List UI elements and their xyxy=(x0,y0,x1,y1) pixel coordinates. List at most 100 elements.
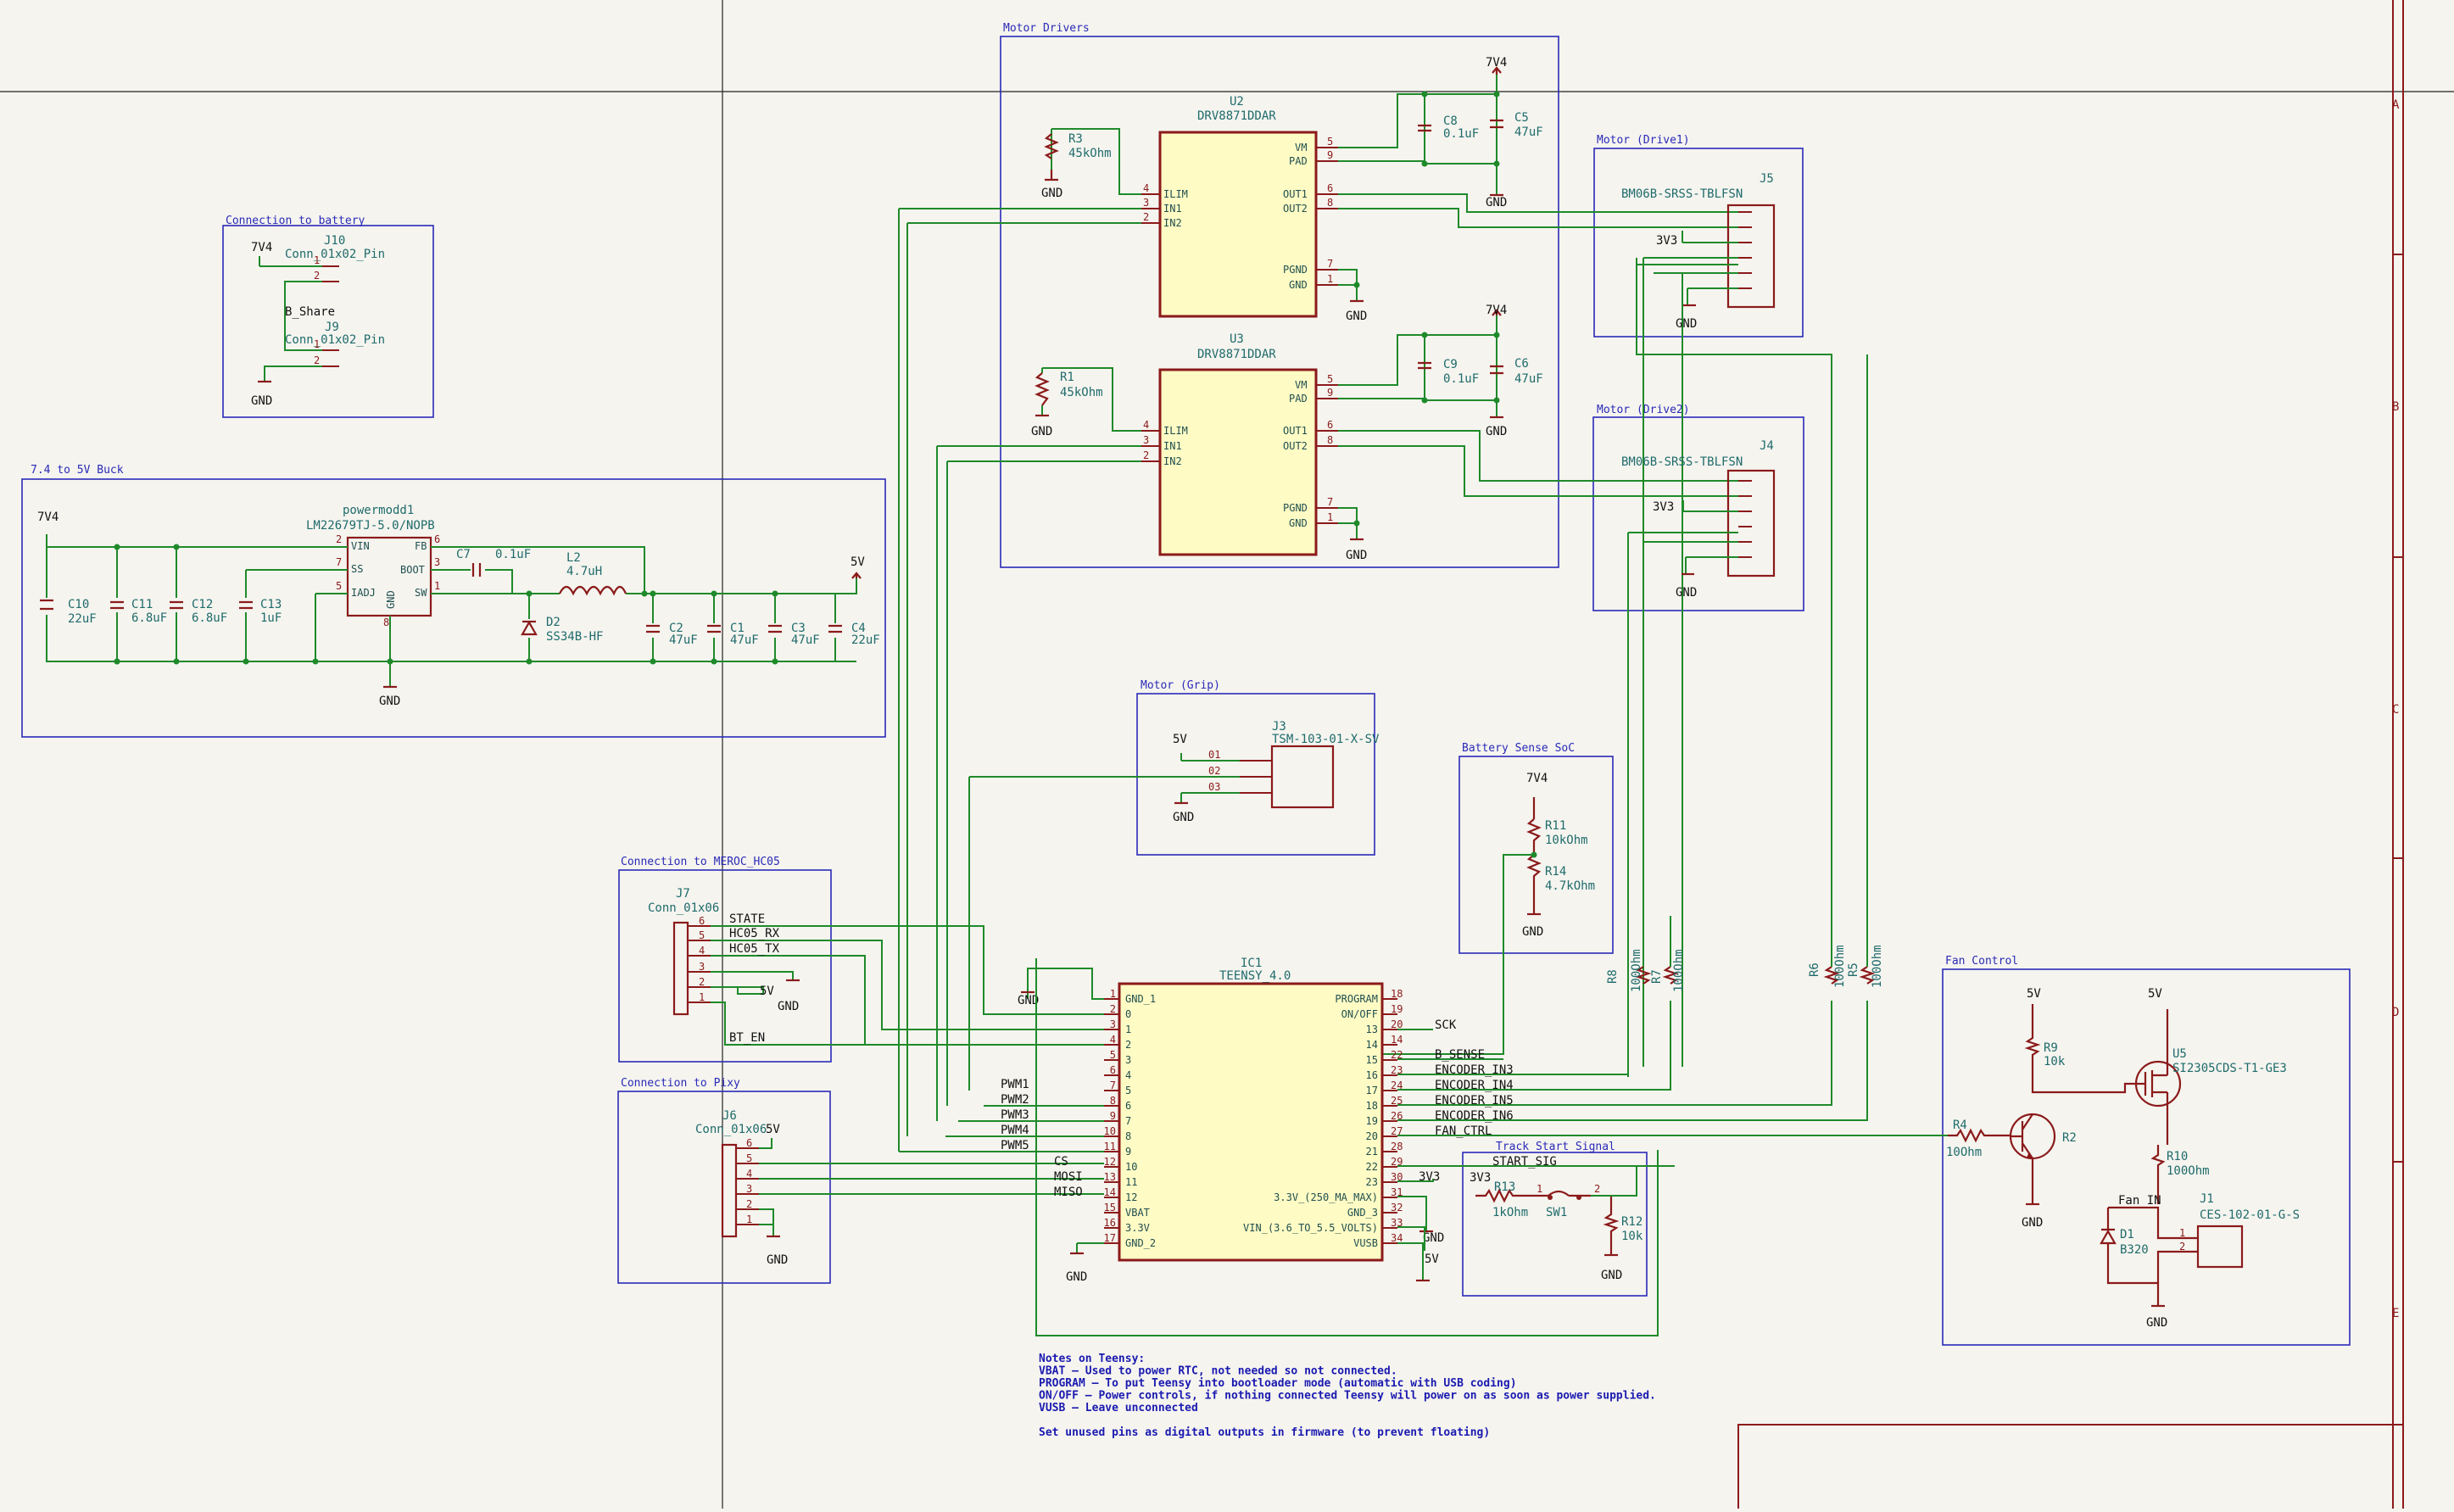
frame-title-motor-drivers: Motor Drivers xyxy=(1003,22,1090,35)
ic1-right-pin-name: 14 xyxy=(1366,1039,1378,1051)
frame-title-grip: Motor (Grip) xyxy=(1141,679,1220,692)
r3-resistor[interactable]: R3 45kOhm xyxy=(1044,132,1112,160)
j10-connector[interactable]: J10 Conn_01x02_Pin 12 xyxy=(285,234,385,282)
gnd-label-r3: GND xyxy=(1041,187,1062,200)
j7-wiring: STATE HC05_RX HC05_TX GND 5V BT_EN xyxy=(711,912,1104,1046)
frame-title-battery: Connection to battery xyxy=(226,215,365,227)
ic1-left-pin-number: 1 xyxy=(1110,988,1116,1000)
r12-ref: R12 xyxy=(1621,1215,1643,1229)
pm-pinnum-iadj: 5 xyxy=(336,580,342,592)
c8-capacitor[interactable]: C8 0.1uF xyxy=(1418,114,1479,141)
encoder-resistors[interactable]: R8 100Ohm R7 100Ohm R6 100Ohm R5 100Ohm xyxy=(1606,945,1884,992)
pm-pin-gnd: GND xyxy=(385,590,397,609)
net-encoder-in3: ENCODER_IN3 xyxy=(1435,1063,1514,1077)
net-encoder-in4: ENCODER_IN4 xyxy=(1435,1079,1514,1092)
power-7v4-u2: 7V4 xyxy=(1486,56,1507,75)
ic1-left-pin-name: 6 xyxy=(1125,1100,1131,1112)
gnd-label-j4: GND xyxy=(1676,586,1697,600)
powermod-value: LM22679TJ-5.0/NOPB xyxy=(306,519,435,533)
j3-pin-01: 01 xyxy=(1208,749,1220,761)
ic1-left-pin-number: 4 xyxy=(1110,1034,1116,1046)
j7-ref: J7 xyxy=(676,887,690,901)
power-label-7v4-soc: 7V4 xyxy=(1526,772,1548,785)
j5-ref: J5 xyxy=(1760,172,1774,186)
c6-ref: C6 xyxy=(1514,357,1529,371)
j4-ref: J4 xyxy=(1760,439,1774,453)
ic1-right-pin-number: 26 xyxy=(1391,1110,1403,1122)
c10-ref: C10 xyxy=(68,598,89,611)
u3-pinnum-in1: 3 xyxy=(1143,434,1149,446)
j4-wiring: 3V3 GND xyxy=(1627,500,1738,1077)
ic1-left-pin-number: 2 xyxy=(1110,1003,1116,1015)
c5-ref: C5 xyxy=(1514,111,1529,125)
u3-driver[interactable]: U3 DRV8871DDAR ILIM IN1 IN2 4 3 2 VM PAD… xyxy=(1141,332,1338,556)
u2-pinnum-ilim: 4 xyxy=(1143,182,1149,194)
net-pwm1: PWM1 xyxy=(1001,1078,1029,1091)
ic1-left-pin-number: 9 xyxy=(1110,1110,1116,1122)
svg-text:4: 4 xyxy=(699,945,705,957)
r5-ref: R5 xyxy=(1847,962,1860,977)
j3-connector[interactable]: J3 TSM-103-01-X-SV 01 02 03 xyxy=(1208,720,1380,809)
net-mosi: MOSI xyxy=(1054,1170,1083,1184)
frame-soc xyxy=(1458,756,1614,954)
c5-capacitor[interactable]: C5 47uF xyxy=(1490,111,1543,139)
buck-capacitors[interactable]: C10 22uF C11 6.8uF C12 6.8uF C13 1uF C7 … xyxy=(40,548,880,647)
buck-wiring: 7V4 5V GND xyxy=(37,511,865,708)
net-encoder-in5: ENCODER_IN5 xyxy=(1435,1094,1514,1107)
powermod-ref: powermodd1 xyxy=(343,504,414,517)
j4-connector[interactable]: J4 BM06B-SRSS-TBLFSN xyxy=(1621,439,1776,577)
ic1-left-pin-name: 12 xyxy=(1125,1191,1137,1203)
frame-fan xyxy=(1942,968,2351,1346)
r1-ref: R1 xyxy=(1060,371,1074,384)
svg-text:3: 3 xyxy=(699,961,705,973)
l2-value: 4.7uH xyxy=(566,565,602,578)
power-label-5v-fan-r9: 5V xyxy=(2027,987,2041,1001)
pm-pin-sw: SW xyxy=(415,587,427,599)
ic1-right-pin-name: 17 xyxy=(1366,1085,1378,1096)
power-label-5v-fan-u5: 5V xyxy=(2148,987,2162,1001)
power-7v4-u3: 7V4 xyxy=(1486,304,1507,317)
u2-driver[interactable]: U2 DRV8871DDAR ILIM IN1 IN2 4 3 2 VM PAD… xyxy=(1141,95,1338,318)
j6-connector[interactable]: J6 Conn_01x06 65 43 21 xyxy=(695,1109,767,1238)
svg-text:1: 1 xyxy=(1537,1183,1542,1195)
r10-value: 100Ohm xyxy=(2167,1164,2210,1178)
ic1-left-pin-name: 5 xyxy=(1125,1085,1131,1096)
net-pwm2: PWM2 xyxy=(1001,1093,1029,1107)
c2-value: 47uF xyxy=(669,633,698,647)
pm-pin-fb: FB xyxy=(415,540,427,552)
gnd-label-teensy-top: GND xyxy=(1018,994,1039,1007)
ic1-right-pin-number: 24 xyxy=(1391,1080,1403,1091)
frame-battery xyxy=(222,225,434,418)
encoder-wiring xyxy=(1627,258,1868,1074)
svg-text:1: 1 xyxy=(314,254,320,266)
powermod-chip[interactable]: powermodd1 LM22679TJ-5.0/NOPB VIN SS IAD… xyxy=(306,504,440,628)
c6-capacitor[interactable]: C6 47uF xyxy=(1490,357,1543,386)
u3-value: DRV8871DDAR xyxy=(1197,348,1276,361)
d2-value: SS34B-HF xyxy=(546,630,603,644)
j7-connector[interactable]: J7 Conn_01x06 65 43 21 xyxy=(648,887,719,1016)
j5-connector[interactable]: J5 BM06B-SRSS-TBLFSN xyxy=(1621,172,1776,309)
u2-pinnum-in2: 2 xyxy=(1143,211,1149,223)
teensy-left-nets: PWM1 PWM2 PWM3 PWM4 PWM5 CS MOSI MISO xyxy=(1001,1078,1083,1199)
power-label-5v-buck: 5V xyxy=(851,555,865,569)
c11-ref: C11 xyxy=(131,598,153,611)
fan-control[interactable]: 5V R9 10k R2 GND R4 10Ohm 5V U5 SI2305CD… xyxy=(1946,987,2300,1330)
c3-ref: C3 xyxy=(791,622,806,635)
u2-pin-gnd: GND xyxy=(1289,279,1308,291)
r1-resistor[interactable]: R1 45kOhm xyxy=(1035,371,1103,406)
frame-motor-drivers xyxy=(1000,36,1559,568)
soc-divider[interactable]: 7V4 R11 10kOhm R14 4.7kOhm GND xyxy=(1522,772,1595,939)
ic1-left-pin-name: VBAT xyxy=(1125,1207,1150,1219)
d1-value: B320 xyxy=(2120,1243,2149,1257)
u3-pin-in2: IN2 xyxy=(1163,455,1182,467)
j6-ref: J6 xyxy=(722,1109,737,1123)
gnd-label-j6: GND xyxy=(767,1253,788,1267)
u5-value: SI2305CDS-T1-GE3 xyxy=(2172,1062,2287,1075)
r14-ref: R14 xyxy=(1545,865,1566,879)
gnd-symbol-r3: GND xyxy=(1041,170,1062,200)
r6-ref: R6 xyxy=(1808,962,1821,977)
j9-connector[interactable]: J9 Conn_01x02_Pin 12 xyxy=(285,321,385,367)
c9-capacitor[interactable]: C9 0.1uF xyxy=(1418,358,1479,386)
